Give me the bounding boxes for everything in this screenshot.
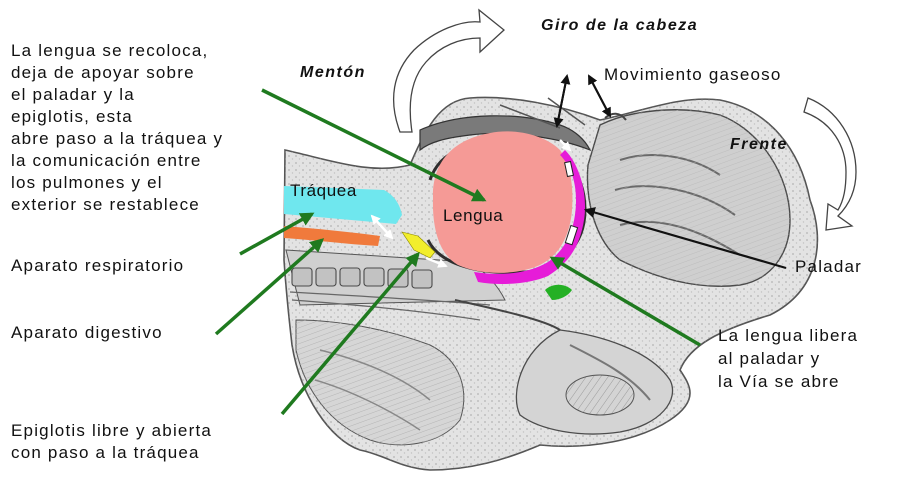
digestive-system-label: Aparato digestivo bbox=[11, 322, 163, 343]
desc-line: el paladar y la bbox=[11, 84, 135, 105]
release-label-line: la Vía se abre bbox=[718, 371, 840, 392]
forehead-label: Frente bbox=[730, 134, 788, 155]
desc-line: abre paso a la tráquea y bbox=[11, 128, 223, 149]
release-label-line: al paladar y bbox=[718, 348, 820, 369]
desc-line: epiglotis, esta bbox=[11, 106, 133, 127]
tongue-region bbox=[433, 131, 573, 272]
chin-label: Mentón bbox=[300, 62, 366, 83]
release-label-line: La lengua libera bbox=[718, 325, 858, 346]
trachea-label: Tráquea bbox=[290, 180, 357, 201]
palate-label: Paladar bbox=[795, 256, 862, 277]
desc-line: La lengua se recoloca, bbox=[11, 40, 208, 61]
gas-movement-label: Movimiento gaseoso bbox=[604, 64, 782, 85]
desc-line: deja de apoyar sobre bbox=[11, 62, 195, 83]
tongue-label: Lengua bbox=[443, 205, 503, 226]
desc-line: exterior se restablece bbox=[11, 194, 200, 215]
respiratory-system-label: Aparato respiratorio bbox=[11, 255, 184, 276]
epiglottis-label-line: Epiglotis libre y abierta bbox=[11, 420, 212, 441]
desc-line: los pulmones y el bbox=[11, 172, 163, 193]
epiglottis-label-line: con paso a la tráquea bbox=[11, 442, 200, 463]
desc-line: la comunicación entre bbox=[11, 150, 202, 171]
head-rotation-title: Giro de la cabeza bbox=[541, 15, 698, 36]
